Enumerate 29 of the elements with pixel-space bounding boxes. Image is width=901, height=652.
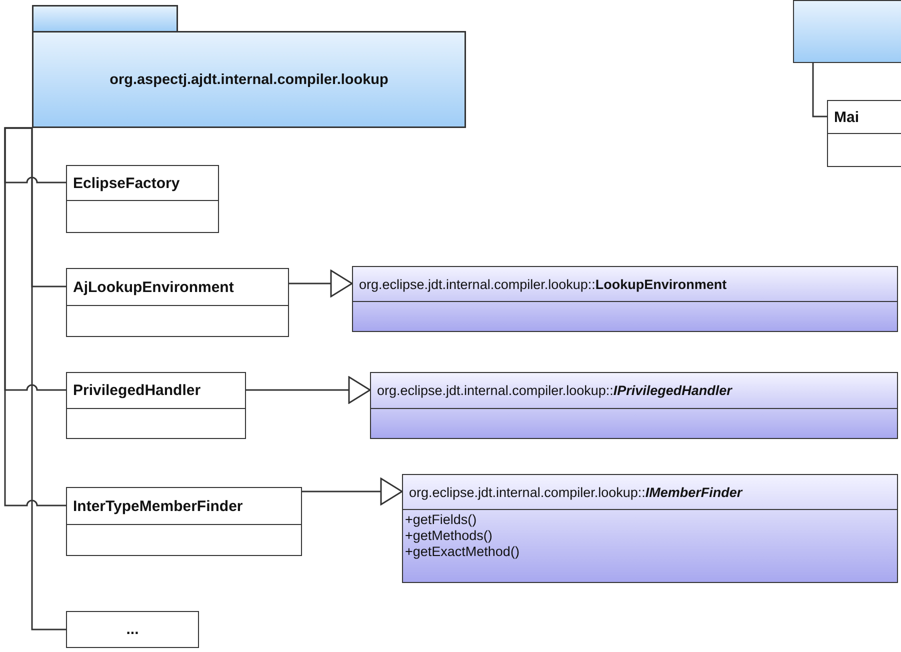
- class-box: [66, 372, 246, 439]
- generalization-arrow: [302, 478, 403, 506]
- interface-box: [370, 372, 898, 439]
- class-name: org.eclipse.jdt.internal.compiler.lookup::LookupEnvironment: [359, 276, 727, 292]
- interface-box: [352, 266, 898, 332]
- class-box: [66, 611, 199, 648]
- class-box: [66, 487, 302, 556]
- method-name: +getFields(): [405, 512, 478, 528]
- package-box: [793, 0, 901, 63]
- containment-line: [31, 128, 66, 630]
- class-name: org.eclipse.jdt.internal.compiler.lookup::IMemberFinder: [409, 484, 742, 500]
- containment-line: [4, 127, 66, 506]
- class-name: org.eclipse.jdt.internal.compiler.lookup::IPrivilegedHandler: [377, 383, 732, 398]
- generalization-arrow: [246, 376, 371, 404]
- generalization-arrow: [289, 270, 353, 298]
- class-box: [66, 165, 219, 233]
- containment-line: [812, 63, 827, 118]
- class-name: ...: [126, 621, 139, 638]
- class-name: InterTypeMemberFinder: [73, 498, 243, 514]
- interface-box: [402, 474, 898, 583]
- class-box: [66, 268, 289, 337]
- class-name: Mai: [834, 108, 860, 126]
- class-name: AjLookupEnvironment: [73, 278, 234, 296]
- package-name: org.aspectj.ajdt.internal.compiler.lookup: [110, 72, 388, 88]
- method-name: +getMethods(): [405, 528, 494, 544]
- class-box: [827, 100, 901, 167]
- class-name: EclipseFactory: [73, 174, 180, 192]
- method-name: +getExactMethod(): [405, 544, 520, 560]
- class-name: PrivilegedHandler: [73, 382, 201, 399]
